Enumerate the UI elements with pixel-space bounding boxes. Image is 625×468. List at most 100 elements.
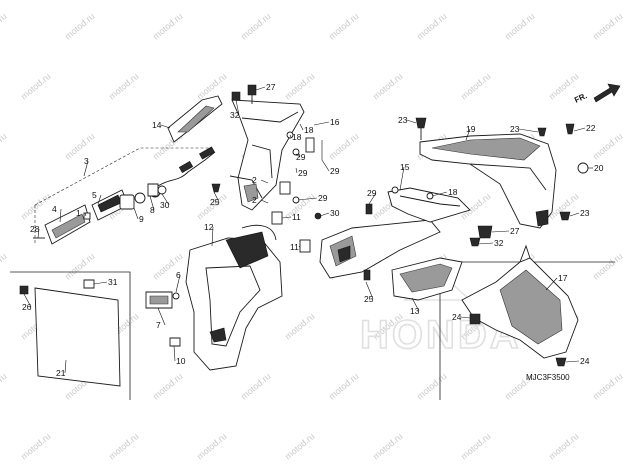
callout-21: 21 bbox=[56, 368, 66, 378]
leader-line-11 bbox=[298, 245, 301, 248]
callout-32: 32 bbox=[494, 238, 504, 248]
callout-28: 28 bbox=[30, 224, 40, 234]
watermark-text: motod.ru bbox=[283, 71, 317, 101]
front-marker-label: FR. bbox=[573, 91, 588, 105]
leader-line-18 bbox=[289, 134, 292, 138]
callout-29: 29 bbox=[367, 188, 377, 198]
watermark-text: motod.ru bbox=[283, 311, 317, 341]
leader-line-23 bbox=[518, 128, 539, 133]
callout-7: 7 bbox=[156, 320, 161, 330]
leader-line-25 bbox=[213, 191, 220, 203]
diagram-code: MJC3F3500 bbox=[526, 373, 570, 382]
callout-27: 27 bbox=[266, 82, 276, 92]
watermark-text: motod.ru bbox=[459, 71, 493, 101]
leader-lines bbox=[23, 86, 593, 374]
callout-14: 14 bbox=[152, 120, 162, 130]
watermark-text: motod.ru bbox=[503, 11, 537, 41]
watermark-text: motod.ru bbox=[151, 371, 185, 401]
clip-11-upper bbox=[271, 211, 283, 225]
callout-9: 9 bbox=[139, 214, 144, 224]
callout-24: 24 bbox=[452, 312, 462, 322]
callout-25: 25 bbox=[210, 197, 220, 207]
leader-line-8 bbox=[149, 195, 155, 211]
callout-25: 25 bbox=[364, 294, 374, 304]
front-direction-marker: FR. bbox=[573, 83, 621, 105]
callout-16: 16 bbox=[330, 117, 340, 127]
mount-bracket-16 bbox=[231, 99, 305, 211]
callout-18: 18 bbox=[448, 187, 458, 197]
leader-line-27 bbox=[491, 230, 510, 233]
watermark-text: motod.ru bbox=[107, 71, 141, 101]
license-plate-21 bbox=[34, 287, 121, 387]
watermark-text: motod.ru bbox=[63, 251, 97, 281]
leader-line-22 bbox=[573, 127, 586, 132]
leader-line-19 bbox=[465, 128, 471, 141]
callout-30: 30 bbox=[160, 200, 170, 210]
leader-line-17 bbox=[545, 277, 558, 291]
leader-line-29 bbox=[295, 167, 298, 174]
inner-cover bbox=[319, 219, 441, 279]
leader-line-12 bbox=[211, 226, 214, 247]
callout-29: 29 bbox=[330, 166, 340, 176]
leader-line-32 bbox=[477, 242, 494, 245]
watermark-text: motod.ru bbox=[371, 71, 405, 101]
leader-line-25 bbox=[365, 281, 374, 300]
leader-line-29 bbox=[321, 159, 330, 172]
rear-cowl-group bbox=[415, 117, 589, 247]
leader-line-18 bbox=[431, 191, 448, 197]
watermark-text: motod.ru bbox=[239, 11, 273, 41]
watermark-text: motod.ru bbox=[327, 371, 361, 401]
callout-2: 2 bbox=[252, 195, 257, 205]
callout-23: 23 bbox=[510, 124, 520, 134]
license-plate-frame bbox=[10, 271, 131, 400]
callout-6: 6 bbox=[176, 270, 181, 280]
callout-18: 18 bbox=[304, 125, 314, 135]
leader-line-6 bbox=[175, 274, 181, 293]
side-cover-group bbox=[461, 244, 579, 367]
callout-11: 11 bbox=[290, 242, 299, 252]
watermark-text: motod.ru bbox=[327, 131, 361, 161]
leader-line-1 bbox=[84, 212, 87, 217]
watermark-text: motod.ru bbox=[591, 131, 625, 161]
leader-line-27 bbox=[255, 86, 266, 91]
callout-30: 30 bbox=[330, 208, 340, 218]
watermark-text: motod.ru bbox=[459, 431, 493, 461]
callout-2: 2 bbox=[252, 175, 257, 185]
callout-1: 1 bbox=[76, 208, 81, 218]
callout-29: 29 bbox=[298, 168, 308, 178]
leader-line-18 bbox=[299, 123, 304, 131]
watermark-text: motod.ru bbox=[19, 71, 53, 101]
callout-32: 32 bbox=[230, 110, 240, 120]
callout-22: 22 bbox=[586, 123, 596, 133]
watermark-text: motod.ru bbox=[591, 371, 625, 401]
callout-12: 12 bbox=[204, 222, 214, 232]
watermark-text: motod.ru bbox=[107, 431, 141, 461]
clip-11-lower bbox=[299, 239, 311, 253]
watermark-text: motod.ru bbox=[415, 371, 449, 401]
callout-11: 11 bbox=[292, 212, 301, 222]
watermark-text: motod.ru bbox=[63, 131, 97, 161]
leader-line-29 bbox=[368, 192, 377, 205]
undertray-group bbox=[391, 257, 463, 301]
watermark-text: motod.ru bbox=[547, 431, 581, 461]
callout-10: 10 bbox=[176, 356, 186, 366]
leader-line-29 bbox=[297, 197, 318, 201]
watermark-text: motod.ru bbox=[591, 251, 625, 281]
callout-23: 23 bbox=[398, 115, 408, 125]
leader-line-29 bbox=[295, 153, 301, 158]
leader-line-2 bbox=[260, 179, 269, 184]
leader-line-30 bbox=[161, 193, 170, 206]
leader-line-23 bbox=[569, 212, 580, 217]
watermark-text: motod.ru bbox=[195, 431, 229, 461]
leader-line-24 bbox=[565, 360, 580, 363]
leader-line-11 bbox=[281, 216, 292, 219]
leader-line-13 bbox=[411, 297, 420, 312]
watermark-text: motod.ru bbox=[239, 371, 273, 401]
watermark-text: motod.ru bbox=[415, 11, 449, 41]
watermark-layer: motod.ru motod.ru motod.ru motod.ru motod.ru… bbox=[0, 11, 625, 461]
callout-29: 29 bbox=[296, 152, 306, 162]
tail-light-group bbox=[33, 146, 221, 245]
watermark-text: motod.ru bbox=[19, 431, 53, 461]
callout-17: 17 bbox=[558, 273, 568, 283]
